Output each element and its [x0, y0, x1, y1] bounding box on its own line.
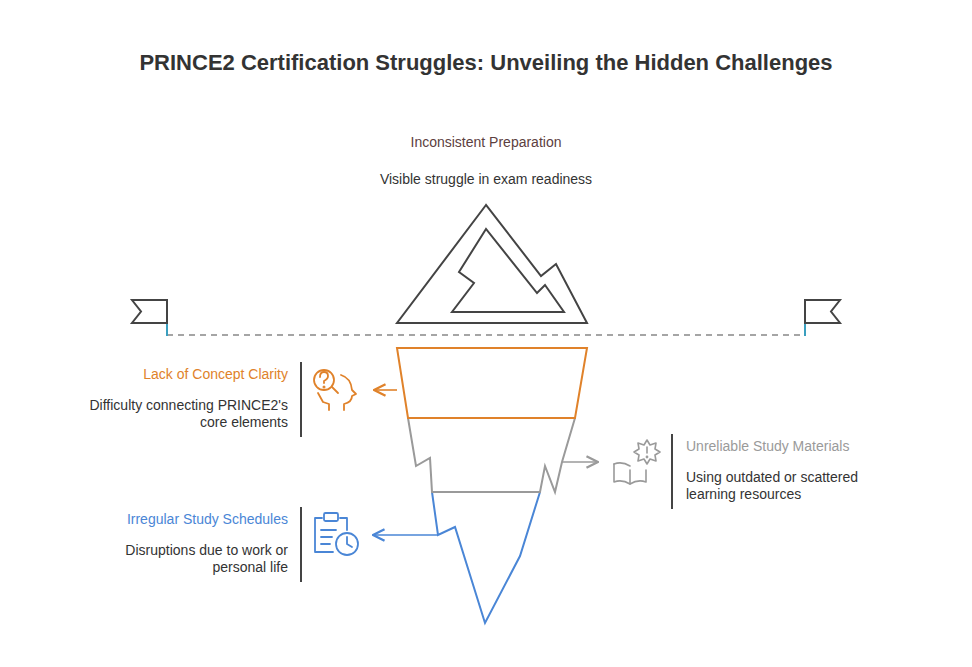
challenge-description: Visible struggle in exam readiness	[326, 171, 646, 188]
question-head-icon	[314, 370, 356, 410]
challenge-callout: Unreliable Study MaterialsUsing outdated…	[671, 434, 903, 509]
challenge-heading: Lack of Concept Clarity	[70, 366, 288, 383]
challenge-description: Disruptions due to work or personal life	[70, 542, 288, 576]
iceberg-tip	[397, 205, 587, 323]
schedule-icon	[315, 513, 358, 555]
waterline	[132, 299, 840, 336]
challenge-heading: Irregular Study Schedules	[70, 511, 288, 528]
challenge-callout: Irregular Study SchedulesDisruptions due…	[70, 507, 302, 582]
iceberg-tip-caption: Inconsistent PreparationVisible struggle…	[326, 134, 646, 188]
leader-arrow	[373, 390, 598, 535]
challenge-heading: Inconsistent Preparation	[326, 134, 646, 151]
book-alert-icon	[614, 440, 660, 484]
challenge-description: Difficulty connecting PRINCE2's core ele…	[70, 397, 288, 431]
challenge-callout: Lack of Concept ClarityDifficulty connec…	[70, 362, 302, 437]
challenge-description: Using outdated or scattered learning res…	[686, 469, 903, 503]
challenge-heading: Unreliable Study Materials	[686, 438, 903, 455]
diagram-title: PRINCE2 Certification Struggles: Unveili…	[0, 50, 972, 76]
iceberg-base	[397, 348, 587, 623]
